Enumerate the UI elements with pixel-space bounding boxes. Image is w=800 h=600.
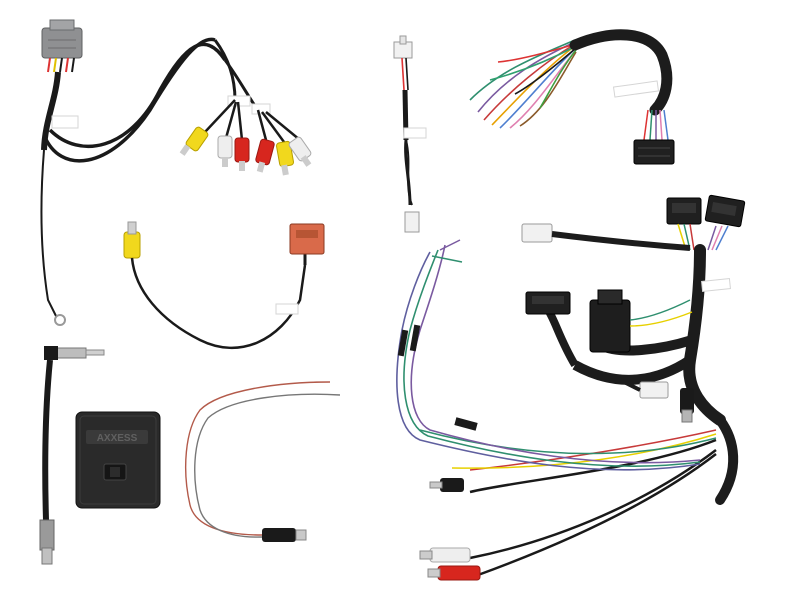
sleeved-loom (569, 29, 673, 116)
rca-plug-red-3 (427, 565, 481, 581)
right-angle-plug (440, 478, 464, 492)
jack-pigtail (184, 381, 341, 542)
module-brand-text: AXXESS (97, 433, 138, 444)
harness-tag-left (51, 115, 79, 129)
antenna-adapter (39, 346, 105, 565)
rca-plug-yellow-2 (275, 140, 295, 176)
grey-connector (41, 27, 83, 59)
main-harness (396, 194, 746, 581)
harness-tag-center (403, 127, 427, 139)
jack-right (680, 388, 694, 414)
antenna-jack (39, 519, 55, 551)
rca-harness (40, 19, 312, 326)
ground-wire (40, 149, 57, 317)
harness-trunk (41, 71, 61, 151)
main-loom (683, 244, 726, 426)
fuse-holder-2 (409, 324, 421, 352)
rca-plug-white-2 (288, 136, 312, 167)
harness-tag-orange (275, 303, 299, 315)
white-connector-small (639, 381, 669, 399)
orange-connector (289, 223, 325, 255)
harness-tag-rca-2 (251, 103, 271, 115)
rca-plug-red-2 (255, 138, 275, 173)
black-connector-4 (589, 299, 631, 353)
module-logo-plate (86, 430, 148, 444)
rca-plug-white-3 (419, 547, 471, 563)
fuse-holder-1 (397, 329, 409, 357)
rca-plug-yellow-1 (179, 126, 209, 156)
antenna-plug (55, 347, 87, 359)
rca-plug-white-1 (217, 135, 233, 167)
rca-plug-red-1 (234, 137, 250, 171)
white-connector-bottom (404, 211, 420, 233)
module-box (75, 411, 161, 509)
fuse-holder-3 (454, 417, 478, 431)
harness-tag-main (701, 278, 731, 292)
small-pigtail-harness (393, 35, 427, 233)
white-connector-main (521, 223, 553, 243)
grey-connector-latch (49, 19, 75, 31)
multiwire-harness (469, 29, 675, 165)
rca-plug-yellow-video (123, 231, 141, 259)
harness-tag-right-top (612, 80, 660, 98)
video-harness (123, 221, 325, 350)
multipin-connector (633, 139, 675, 165)
jack-body (262, 528, 296, 542)
interface-module: AXXESS (75, 411, 161, 509)
ring-terminal (54, 314, 66, 326)
